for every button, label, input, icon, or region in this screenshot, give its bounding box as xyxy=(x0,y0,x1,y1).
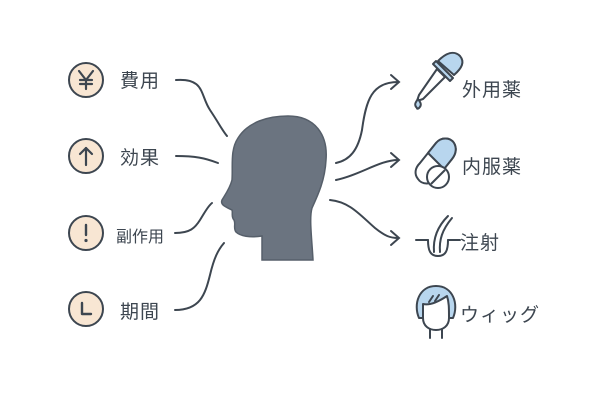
factor-label-side-effects: 副作用 xyxy=(116,227,165,246)
arrow-up-icon xyxy=(68,138,104,174)
treatment-label-injection: 注射 xyxy=(460,232,501,254)
factor-label-effect: 効果 xyxy=(120,147,161,169)
treatment-label-oral: 内服薬 xyxy=(462,156,523,178)
treatment-label-topical: 外用薬 xyxy=(462,79,523,101)
head-silhouette xyxy=(220,115,327,261)
pills-icon xyxy=(414,137,457,189)
exclamation-icon xyxy=(68,215,104,251)
factor-label-cost: 費用 xyxy=(120,70,161,92)
clock-icon xyxy=(68,291,104,327)
hair-follicle-icon xyxy=(415,215,461,258)
factor-label-period: 期間 xyxy=(120,301,161,323)
dropper-icon xyxy=(414,51,464,110)
yen-icon xyxy=(68,62,104,98)
treatment-label-wig: ウィッグ xyxy=(460,304,541,326)
wig-icon xyxy=(415,285,457,339)
